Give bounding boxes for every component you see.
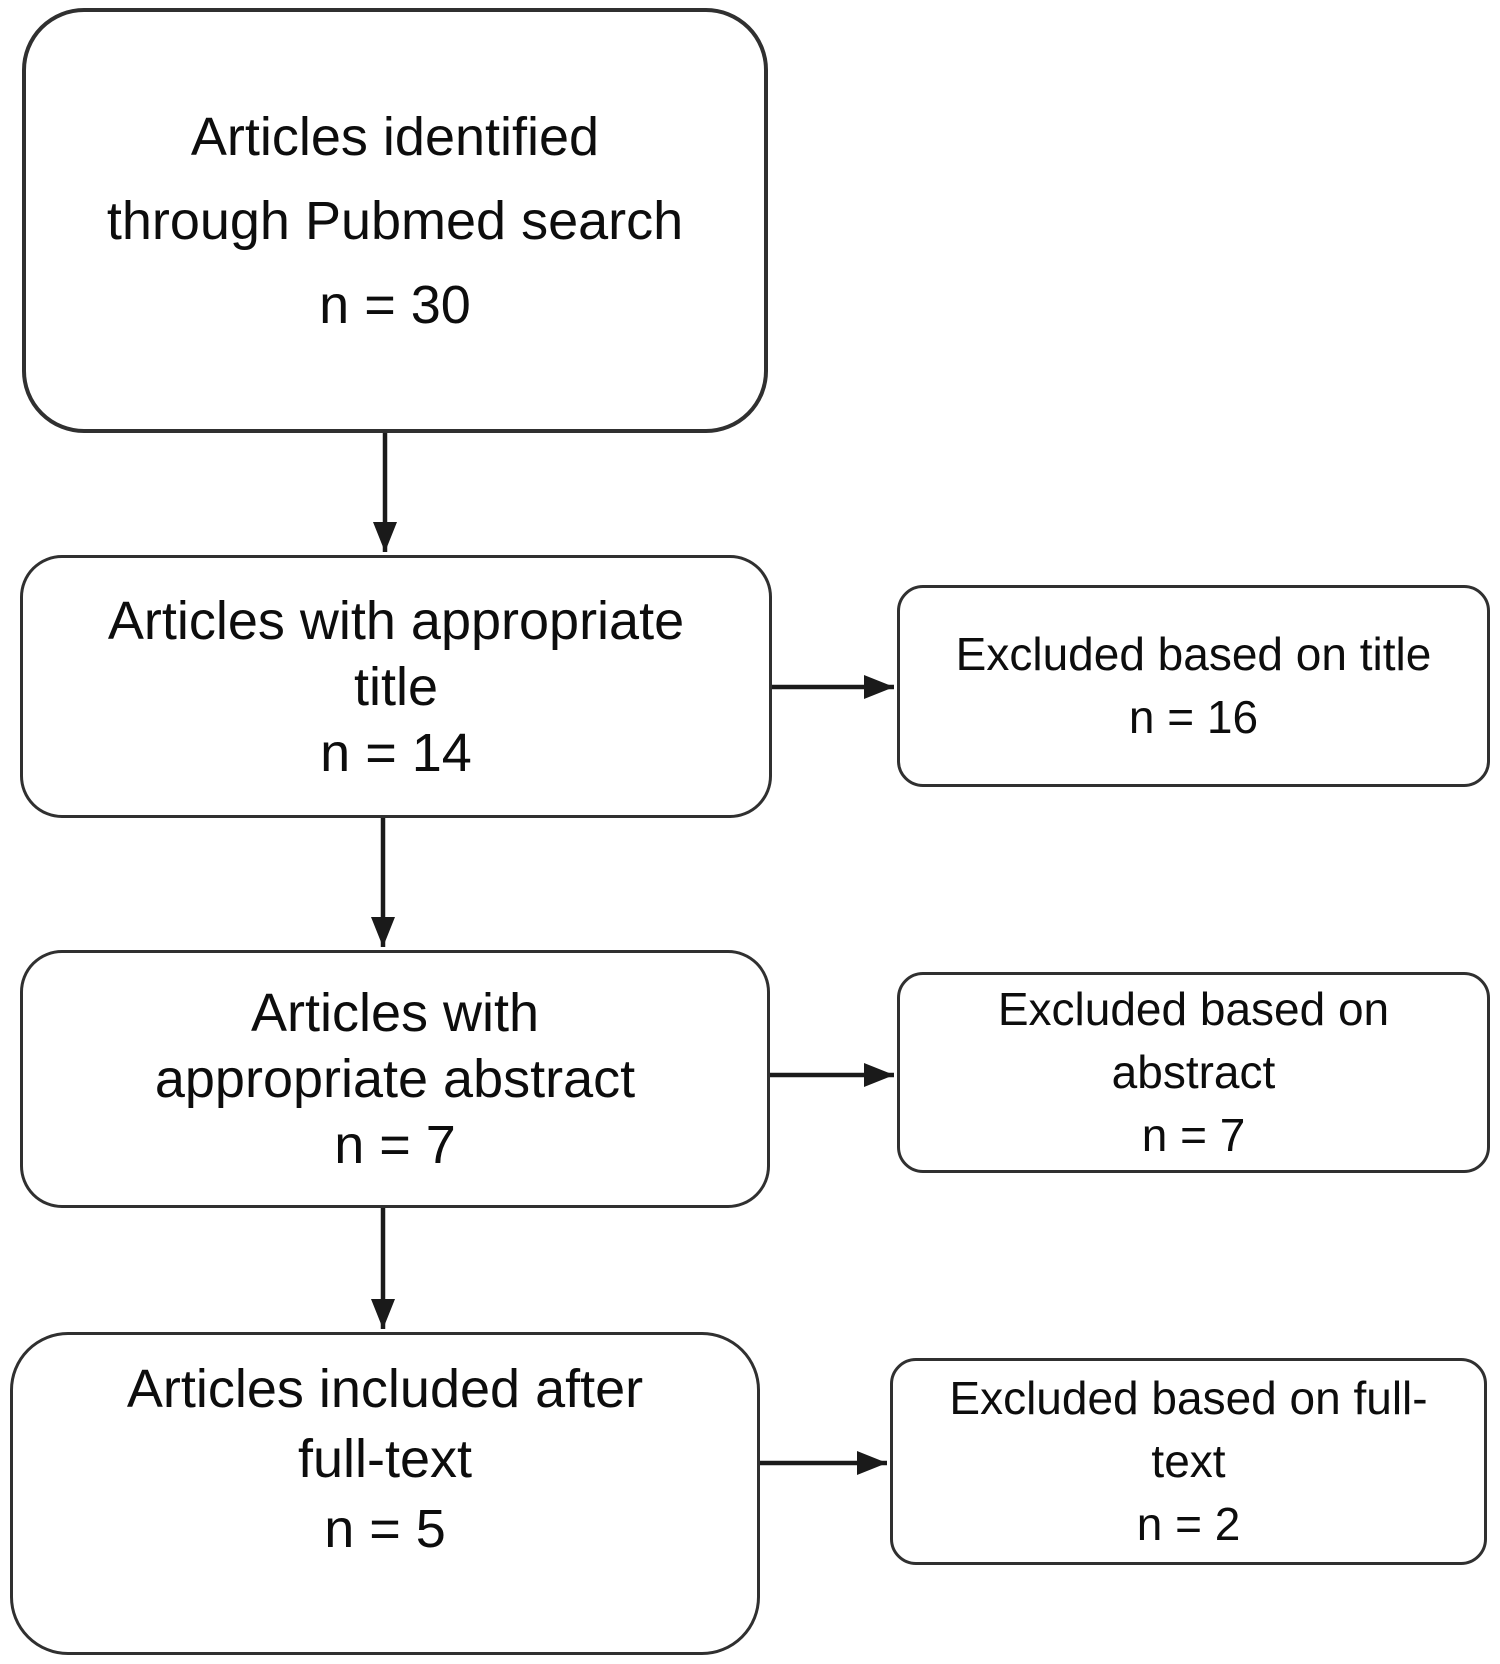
node-text-line: text <box>1151 1435 1226 1487</box>
node-text-line: title <box>353 656 439 717</box>
node-excluded-on-fulltext: Excluded based on full- text n = 2 <box>890 1358 1487 1565</box>
node-text-line: Articles identified <box>190 106 600 167</box>
node-text-line: Excluded based on title <box>955 628 1432 680</box>
node-count-label: n = 7 <box>1141 1109 1246 1161</box>
node-count-label: n = 16 <box>1128 691 1259 743</box>
node-count-label: n = 2 <box>1136 1498 1241 1550</box>
node-articles-appropriate-abstract: Articles with appropriate abstract n = 7 <box>20 950 770 1208</box>
node-text-line: appropriate abstract <box>154 1049 636 1109</box>
node-text-line: abstract <box>1111 1046 1276 1098</box>
node-articles-included-fulltext: Articles included after full-text n = 5 <box>10 1332 760 1655</box>
node-excluded-on-title: Excluded based on title n = 16 <box>897 585 1490 787</box>
node-count-label: n = 14 <box>320 722 472 783</box>
node-count-label: n = 30 <box>319 274 471 335</box>
node-count-label: n = 5 <box>324 1498 446 1559</box>
node-articles-appropriate-title: Articles with appropriate title n = 14 <box>20 555 772 818</box>
node-text-line: Articles with <box>250 983 540 1043</box>
node-articles-identified: Articles identified through Pubmed searc… <box>22 8 768 433</box>
node-text-line: through Pubmed search <box>106 190 684 251</box>
node-text-line: Articles included after <box>126 1358 644 1419</box>
node-text-line: Excluded based on full- <box>949 1372 1428 1424</box>
node-text-line: Excluded based on <box>997 983 1390 1035</box>
node-text-line: full-text <box>297 1428 473 1489</box>
node-count-label: n = 7 <box>334 1115 456 1175</box>
node-text-line: Articles with appropriate <box>107 590 685 651</box>
node-excluded-on-abstract: Excluded based on abstract n = 7 <box>897 972 1490 1173</box>
